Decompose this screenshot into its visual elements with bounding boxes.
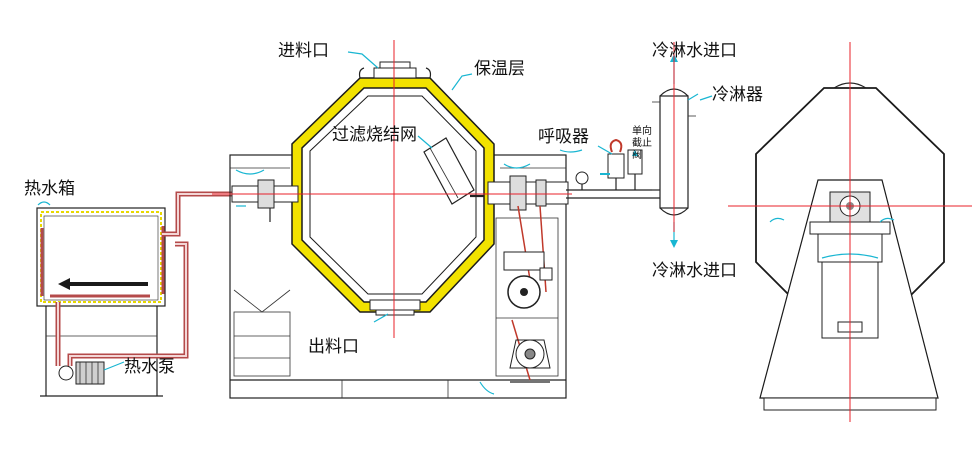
hot-water-piping <box>55 191 232 366</box>
check-valve-label-3: 阀 <box>632 148 642 161</box>
check-valve-label-1: 单向 <box>632 124 652 137</box>
filter-element <box>423 137 484 205</box>
outlet-label: 出料口 <box>308 337 359 357</box>
valve-icon <box>607 138 625 190</box>
pressure-gauge-icon <box>575 171 589 190</box>
leader-lines <box>103 51 713 371</box>
pump-icon <box>58 361 105 385</box>
filter-label: 过滤烧结网 <box>332 125 417 145</box>
hot-water-tank-label: 热水箱 <box>24 179 75 199</box>
condenser-label: 冷淋器 <box>712 85 763 105</box>
condenser <box>652 54 699 248</box>
double-cone-drum <box>231 61 569 316</box>
drive-assembly <box>503 205 553 383</box>
breather-label: 呼吸器 <box>538 127 589 147</box>
hot-water-pump-label: 热水泵 <box>124 357 175 377</box>
cooling-water-inlet-bottom-label: 冷淋水进口 <box>652 261 737 281</box>
insulation-label: 保温层 <box>474 59 525 79</box>
inlet-label: 进料口 <box>278 41 329 61</box>
check-valve-label-2: 截止 <box>632 136 652 149</box>
gear-icon <box>509 339 551 369</box>
hot-water-tank <box>36 201 166 397</box>
arrow-icon <box>58 278 70 290</box>
vent-piping <box>559 138 660 199</box>
cooling-water-inlet-top-label: 冷淋水进口 <box>652 41 737 61</box>
